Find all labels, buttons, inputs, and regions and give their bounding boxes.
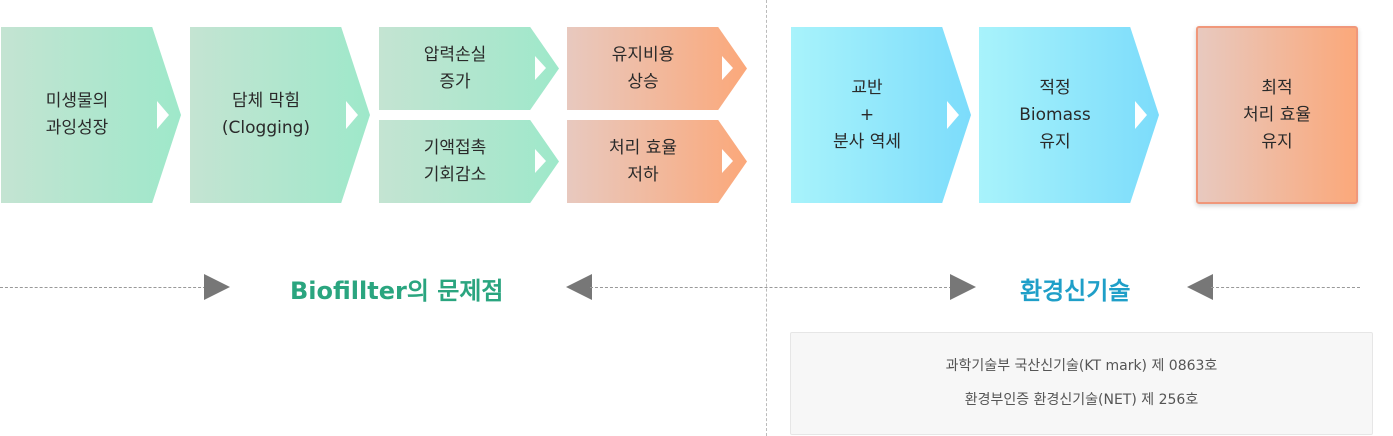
certification-net: 환경부인증 환경신기술(NET) 제 256호 <box>964 392 1199 408</box>
arrow-left-icon <box>1187 274 1213 300</box>
arrow-left-icon <box>566 274 592 300</box>
problems-title: Biofillter의 문제점 <box>290 277 504 305</box>
problem-box-label: 압력손실 증가 <box>423 44 487 92</box>
problem-box-label: 미생물의 과잉성장 <box>45 91 109 138</box>
solution-title: 환경신기술 <box>1020 277 1131 305</box>
solution-box-label: 교반 + 분사 역세 <box>833 77 901 152</box>
problem-box-contact-reduction: 기액접촉 기회감소 <box>379 120 559 203</box>
dashed-connector <box>590 287 952 288</box>
problem-box-label: 담체 막힘 (Clogging) <box>221 91 311 138</box>
chevron-right-icon <box>535 56 546 80</box>
arrow-right-icon <box>204 274 230 300</box>
section-divider <box>766 0 767 436</box>
problem-box-pressure-loss: 압력손실 증가 <box>379 27 559 110</box>
chevron-right-icon <box>1135 101 1147 129</box>
chevron-right-icon <box>346 101 358 129</box>
dashed-connector <box>1211 287 1360 288</box>
problem-box-label: 기액접촉 기회감소 <box>423 137 487 185</box>
solution-box-agitation: 교반 + 분사 역세 <box>791 27 971 203</box>
solution-result-box: 최적 처리 효율 유지 <box>1196 26 1358 204</box>
solution-box-label: 적정 Biomass 유지 <box>1019 77 1091 152</box>
chevron-right-icon <box>535 149 546 173</box>
chevron-right-icon <box>722 56 733 80</box>
problem-box-overgrowth: 미생물의 과잉성장 <box>1 27 181 203</box>
chevron-right-icon <box>157 101 169 129</box>
arrow-right-icon <box>950 274 976 300</box>
certification-kt: 과학기술부 국산신기술(KT mark) 제 0863호 <box>945 358 1218 374</box>
problem-box-clogging: 담체 막힘 (Clogging) <box>190 27 370 203</box>
solution-result-label: 최적 처리 효율 유지 <box>1243 77 1311 152</box>
problem-box-label: 처리 효율 저하 <box>609 137 677 185</box>
problem-box-efficiency-drop: 처리 효율 저하 <box>567 120 747 203</box>
chevron-right-icon <box>947 101 959 129</box>
problem-box-maintenance-cost: 유지비용 상승 <box>567 27 747 110</box>
problem-box-label: 유지비용 상승 <box>611 44 675 92</box>
dashed-connector <box>0 287 206 288</box>
certification-box: 과학기술부 국산신기술(KT mark) 제 0863호 환경부인증 환경신기술… <box>790 332 1373 435</box>
chevron-right-icon <box>722 149 733 173</box>
solution-box-biomass: 적정 Biomass 유지 <box>979 27 1159 203</box>
